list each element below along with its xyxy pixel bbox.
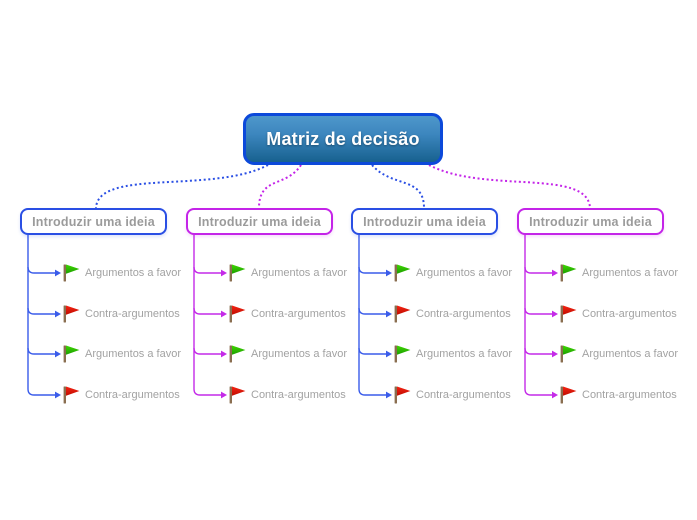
argument-label: Argumentos a favor [416, 267, 512, 279]
argument-item[interactable]: Contra-argumentos [229, 385, 346, 405]
root-node[interactable]: Matriz de decisão [243, 113, 443, 165]
argument-item[interactable]: Argumentos a favor [394, 263, 512, 283]
red-flag-icon [394, 386, 411, 404]
subtree-lines-3 [358, 235, 392, 399]
argument-item[interactable]: Argumentos a favor [63, 263, 181, 283]
green-flag-icon [560, 345, 577, 363]
argument-item[interactable]: Argumentos a favor [229, 263, 347, 283]
argument-label: Contra-argumentos [85, 389, 180, 401]
root-connector-4 [428, 164, 591, 209]
argument-label: Contra-argumentos [416, 308, 511, 320]
idea-node-4[interactable]: Introduzir uma ideia [517, 208, 664, 235]
idea-node-label: Introduzir uma ideia [529, 214, 652, 229]
argument-label: Argumentos a favor [416, 348, 512, 360]
idea-node-label: Introduzir uma ideia [198, 214, 321, 229]
argument-label: Contra-argumentos [85, 308, 180, 320]
root-connector-2 [258, 164, 302, 209]
argument-label: Contra-argumentos [251, 308, 346, 320]
idea-node-label: Introduzir uma ideia [363, 214, 486, 229]
argument-item[interactable]: Contra-argumentos [560, 304, 677, 324]
argument-label: Argumentos a favor [85, 348, 181, 360]
red-flag-icon [394, 305, 411, 323]
argument-item[interactable]: Contra-argumentos [63, 385, 180, 405]
argument-item[interactable]: Argumentos a favor [560, 344, 678, 364]
argument-item[interactable]: Argumentos a favor [229, 344, 347, 364]
idea-node-2[interactable]: Introduzir uma ideia [186, 208, 333, 235]
idea-node-3[interactable]: Introduzir uma ideia [351, 208, 498, 235]
green-flag-icon [560, 264, 577, 282]
subtree-lines-1 [27, 235, 61, 399]
argument-item[interactable]: Argumentos a favor [63, 344, 181, 364]
argument-label: Contra-argumentos [251, 389, 346, 401]
red-flag-icon [560, 386, 577, 404]
argument-label: Argumentos a favor [85, 267, 181, 279]
argument-item[interactable]: Argumentos a favor [394, 344, 512, 364]
green-flag-icon [229, 264, 246, 282]
argument-label: Argumentos a favor [251, 267, 347, 279]
red-flag-icon [229, 305, 246, 323]
green-flag-icon [394, 345, 411, 363]
subtree-lines-4 [524, 235, 558, 399]
root-connector-1 [95, 164, 269, 209]
argument-label: Contra-argumentos [582, 308, 677, 320]
argument-label: Argumentos a favor [251, 348, 347, 360]
green-flag-icon [63, 264, 80, 282]
argument-item[interactable]: Contra-argumentos [560, 385, 677, 405]
argument-label: Argumentos a favor [582, 267, 678, 279]
argument-label: Argumentos a favor [582, 348, 678, 360]
green-flag-icon [63, 345, 80, 363]
red-flag-icon [229, 386, 246, 404]
red-flag-icon [63, 305, 80, 323]
argument-item[interactable]: Contra-argumentos [63, 304, 180, 324]
red-flag-icon [560, 305, 577, 323]
subtree-lines-2 [193, 235, 227, 399]
idea-node-label: Introduzir uma ideia [32, 214, 155, 229]
argument-item[interactable]: Contra-argumentos [394, 385, 511, 405]
argument-label: Contra-argumentos [416, 389, 511, 401]
red-flag-icon [63, 386, 80, 404]
argument-item[interactable]: Argumentos a favor [560, 263, 678, 283]
idea-node-1[interactable]: Introduzir uma ideia [20, 208, 167, 235]
root-node-label: Matriz de decisão [266, 128, 420, 149]
argument-label: Contra-argumentos [582, 389, 677, 401]
argument-item[interactable]: Contra-argumentos [229, 304, 346, 324]
green-flag-icon [229, 345, 246, 363]
green-flag-icon [394, 264, 411, 282]
argument-item[interactable]: Contra-argumentos [394, 304, 511, 324]
root-connector-3 [371, 164, 425, 209]
